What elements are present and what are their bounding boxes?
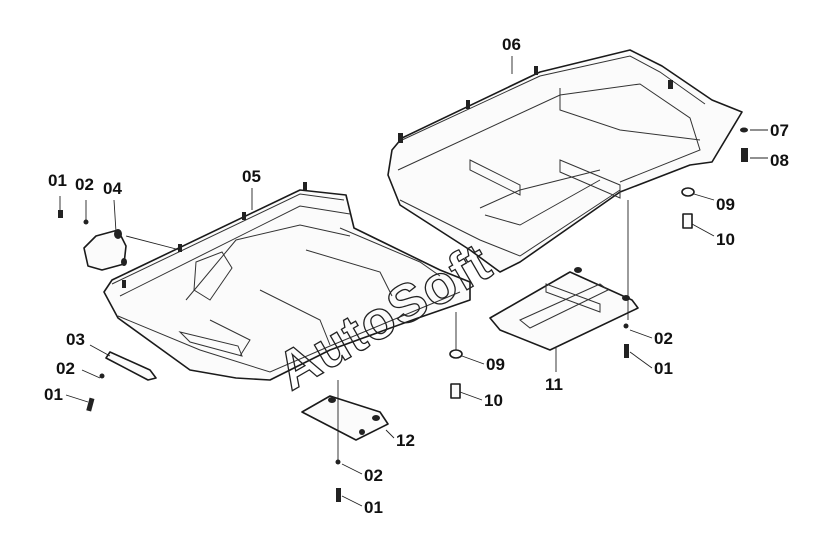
callout-06-top: 06: [502, 35, 521, 54]
callout-12: 12: [396, 431, 415, 450]
callout-02-lower-left: 02: [56, 359, 75, 378]
callout-10-right: 10: [716, 230, 735, 249]
callout-10-mid: 10: [484, 391, 503, 410]
callout-01-bottom: 01: [364, 498, 383, 517]
callout-01-mid-right: 01: [654, 359, 673, 378]
bracket-04: [83, 229, 127, 271]
callout-09-mid: 09: [486, 355, 505, 374]
callout-09-right: 09: [716, 195, 735, 214]
callout-01-left: 01: [48, 171, 67, 190]
callout-11: 11: [545, 375, 563, 394]
callout-07: 07: [770, 121, 789, 140]
callout-05: 05: [242, 167, 261, 186]
access-plate-12: [301, 395, 389, 441]
callout-01-lower-left: 01: [44, 385, 63, 404]
callout-02-left: 02: [75, 175, 94, 194]
skid-plate-05: [103, 182, 471, 381]
skid-plate-06: [387, 49, 743, 273]
leader-lines: [59, 56, 768, 507]
fasteners: [58, 127, 748, 502]
callout-labels: 06 07 08 09 10 01 02 04 05 03 02 01 02 0…: [44, 35, 789, 517]
bar-03: [105, 351, 157, 381]
callout-02-mid-right: 02: [654, 329, 673, 348]
callout-08: 08: [770, 151, 789, 170]
callout-02-bottom: 02: [364, 466, 383, 485]
cover-plate-11: [489, 267, 639, 351]
callout-03: 03: [66, 330, 85, 349]
callout-04: 04: [103, 179, 122, 198]
